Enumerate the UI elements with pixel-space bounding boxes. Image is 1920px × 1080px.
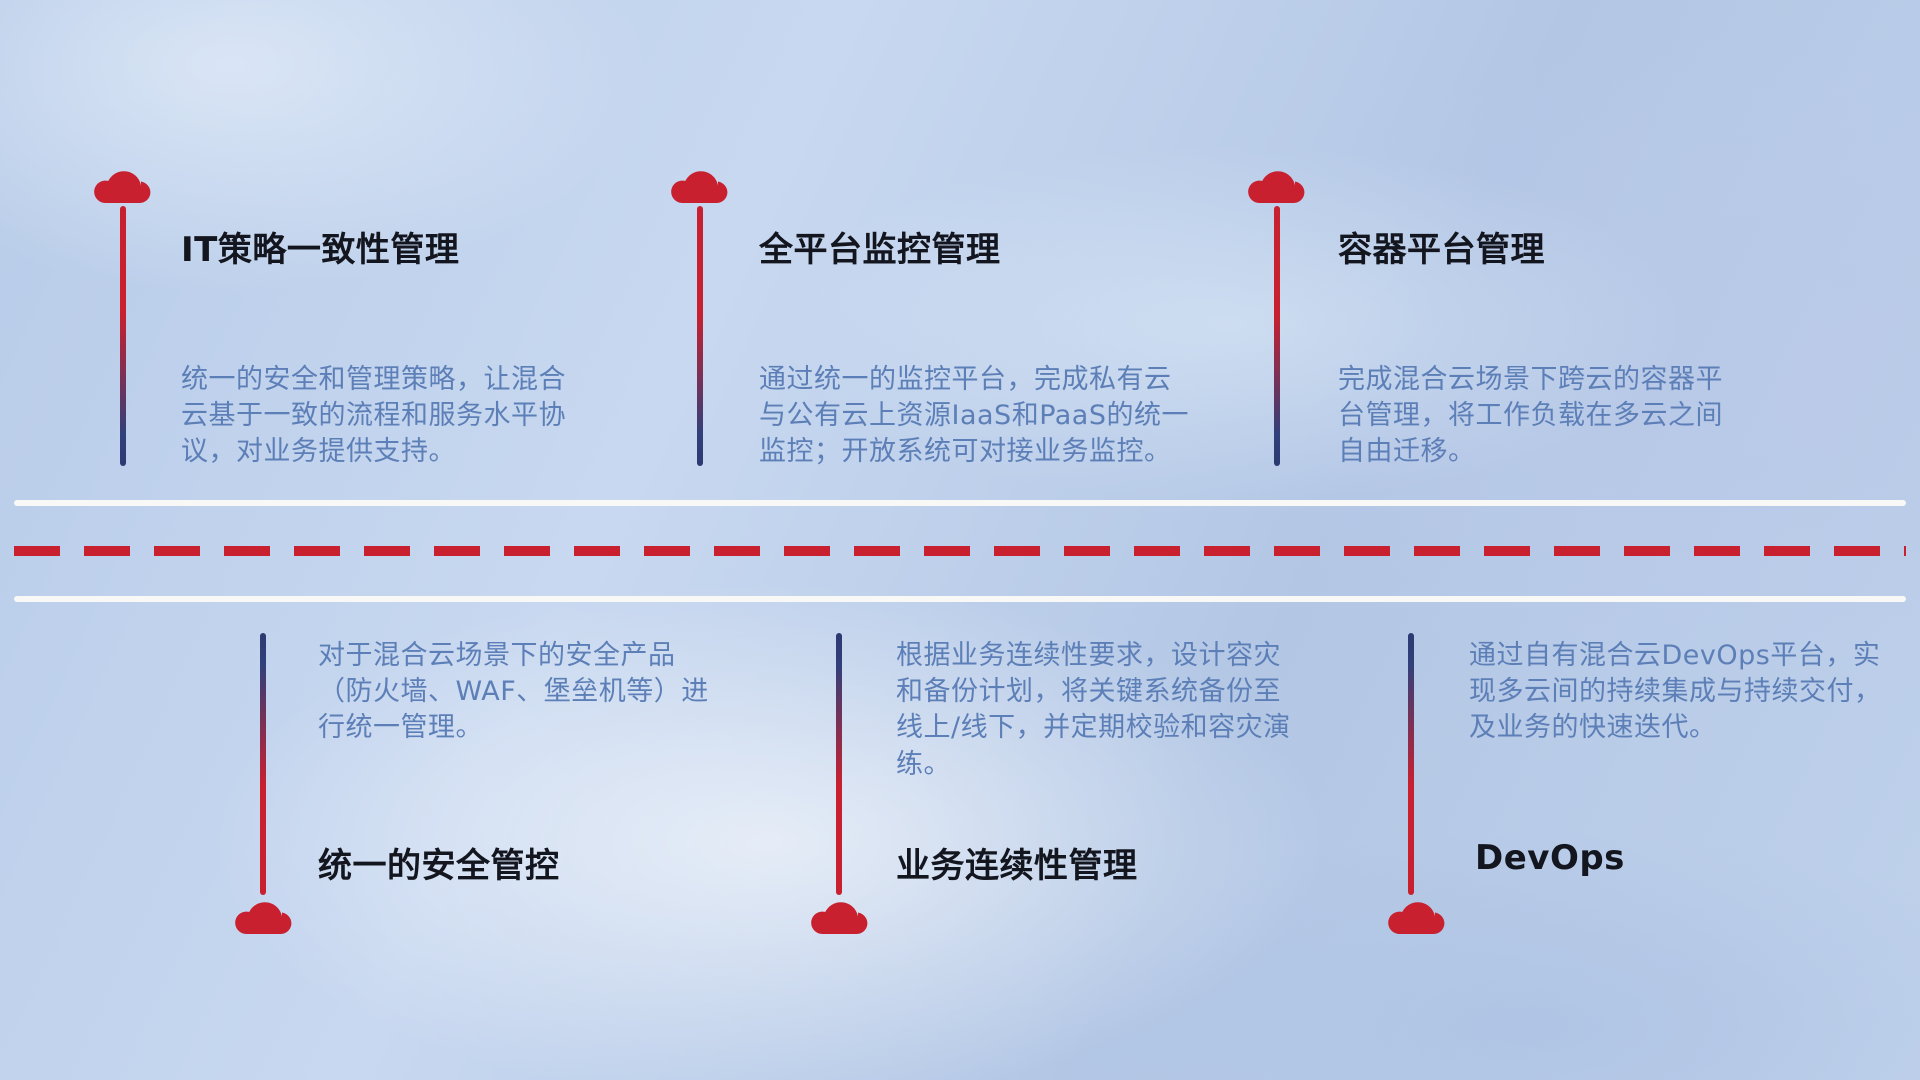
item-description-devops: 通过自有混合云DevOps平台，实现多云间的持续集成与持续交付，及业务的快速迭代…	[1469, 640, 1882, 744]
item-title-container-platform: 容器平台管理	[1338, 230, 1545, 270]
cloud-icon	[811, 898, 869, 938]
item-description-it-policy: 统一的安全和管理策略，让混合云基于一致的流程和服务水平协议，对业务提供支持。	[181, 364, 566, 468]
item-title-security: 统一的安全管控	[318, 846, 560, 886]
item-title-it-policy: IT策略一致性管理	[181, 230, 460, 270]
item-title-business-continuity: 业务连续性管理	[896, 846, 1138, 886]
item-description-container-platform: 完成混合云场景下跨云的容器平台管理，将工作负载在多云之间自由迁移。	[1338, 364, 1723, 468]
cloud-icon	[1248, 167, 1306, 207]
road-edge-line-bottom	[14, 596, 1906, 602]
road-edge-line-top	[14, 500, 1906, 506]
connector-line	[1408, 633, 1414, 895]
cloud-icon	[1388, 898, 1446, 938]
item-description-business-continuity: 根据业务连续性要求，设计容灾和备份计划，将关键系统备份至线上/线下，并定期校验和…	[896, 640, 1291, 780]
connector-line	[120, 206, 126, 466]
item-title-monitoring: 全平台监控管理	[759, 230, 1001, 270]
connector-line	[260, 633, 266, 895]
item-description-monitoring: 通过统一的监控平台，完成私有云与公有云上资源IaaS和PaaS的统一监控；开放系…	[759, 364, 1189, 468]
cloud-icon	[671, 167, 729, 207]
item-description-security: 对于混合云场景下的安全产品（防火墙、WAF、堡垒机等）进行统一管理。	[318, 640, 709, 744]
road-center-dashed-line	[14, 546, 1906, 556]
connector-line	[836, 633, 842, 895]
cloud-icon	[94, 167, 152, 207]
item-title-devops: DevOps	[1475, 838, 1625, 878]
connector-line	[697, 206, 703, 466]
cloud-icon	[235, 898, 293, 938]
connector-line	[1274, 206, 1280, 466]
